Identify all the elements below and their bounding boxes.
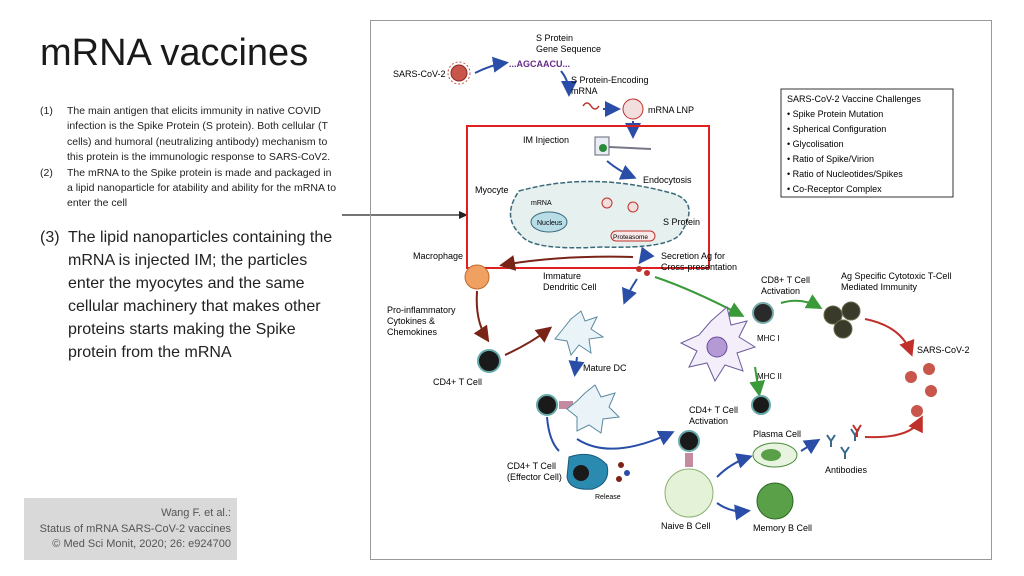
- label-ag-specific: Ag Specific Cytotoxic T-Cell: [841, 271, 951, 281]
- label-mhc1: MHC I: [757, 334, 780, 343]
- mature-dc-icon: [566, 384, 621, 434]
- cd8-cell-icon: [752, 302, 774, 324]
- label-endocytosis: Endocytosis: [643, 175, 692, 185]
- naive-b-cell-icon: [664, 468, 714, 518]
- label-mhc2: MHC II: [757, 372, 782, 381]
- label-cd4-act: CD4+ T Cell: [689, 405, 738, 415]
- lnp-icon: [627, 201, 639, 213]
- slide-title: mRNA vaccines: [40, 32, 309, 74]
- central-dc-icon: [679, 306, 757, 383]
- label-s-gene: S Protein: [536, 33, 573, 43]
- label-im-injection: IM Injection: [523, 135, 569, 145]
- label-memory-b: Memory B Cell: [753, 523, 812, 533]
- ctl-cell-icon: [841, 301, 861, 321]
- label-secretion: Secretion Ag for: [661, 251, 725, 261]
- point-text: The mRNA to the Spike protein is made an…: [67, 166, 337, 210]
- virus-icon: [447, 61, 471, 85]
- highlight-point-list: (3) The lipid nanoparticles containing t…: [40, 226, 340, 364]
- point-number: (1): [40, 105, 53, 117]
- point-1: (1) The main antigen that elicits immuni…: [40, 104, 340, 166]
- label-sars-top: SARS-CoV-2: [393, 69, 446, 79]
- label-pro-inflam-3: Chemokines: [387, 327, 438, 337]
- point-2: (2) The mRNA to the Spike protein is mad…: [40, 166, 340, 212]
- virus-icon: [905, 371, 917, 383]
- label-secretion-2: Cross-presentation: [661, 262, 737, 272]
- virus-icon: [925, 385, 937, 397]
- label-s-encoding-2: mRNA: [571, 86, 598, 96]
- label-macrophage: Macrophage: [413, 251, 463, 261]
- label-s-protein: S Protein: [663, 217, 700, 227]
- point-text: The lipid nanoparticles containing the m…: [68, 229, 333, 361]
- label-sars-right: SARS-CoV-2: [917, 345, 970, 355]
- citation-line: Wang F. et al.:: [161, 507, 231, 519]
- label-sequence: ...AGCAACU...: [509, 59, 570, 69]
- intro-points-list: (1) The main antigen that elicits immuni…: [40, 104, 340, 212]
- citation-line: © Med Sci Monit, 2020; 26: e924700: [52, 538, 231, 550]
- label-mrna-lnp: mRNA LNP: [648, 105, 694, 115]
- label-cd4: CD4+ T Cell: [433, 377, 482, 387]
- point-3: (3) The lipid nanoparticles containing t…: [40, 226, 340, 364]
- label-cd4-eff: CD4+ T Cell: [507, 461, 556, 471]
- challenge-item: • Ratio of Nucleotides/Spikes: [787, 169, 903, 179]
- cd4-cell-icon: [751, 395, 771, 415]
- label-antibodies: Antibodies: [825, 465, 868, 475]
- pathway-diagram: SARS-CoV-2 S Protein Gene Sequence ...AG…: [387, 33, 970, 533]
- label-cd8: CD8+ T Cell: [761, 275, 810, 285]
- label-s-encoding: S Protein-Encoding: [571, 75, 649, 85]
- point-number: (3): [40, 229, 60, 246]
- memory-b-cell-icon: [756, 482, 794, 520]
- label-release: Release: [595, 494, 621, 501]
- citation-box: Wang F. et al.: Status of mRNA SARS-CoV-…: [24, 498, 237, 560]
- ctl-cell-icon: [833, 319, 853, 339]
- point-text: The main antigen that elicits immunity i…: [67, 105, 331, 164]
- virus-icon: [923, 363, 935, 375]
- dendritic-cell-icon: [554, 310, 605, 357]
- cd4-cell-icon: [477, 349, 501, 373]
- lnp-icon: [622, 98, 644, 120]
- label-s-gene-2: Gene Sequence: [536, 44, 601, 54]
- label-plasma: Plasma Cell: [753, 429, 801, 439]
- label-cd8-2: Activation: [761, 286, 800, 296]
- ctl-cell-icon: [823, 305, 843, 325]
- challenges-title: SARS-CoV-2 Vaccine Challenges: [787, 94, 921, 104]
- label-mature-dc: Mature DC: [583, 363, 627, 373]
- immune-pathway-figure: SARS-CoV-2 S Protein Gene Sequence ...AG…: [370, 20, 992, 560]
- label-nucleus: Nucleus: [537, 220, 563, 227]
- challenge-item: • Co-Receptor Complex: [787, 184, 882, 194]
- lnp-icon: [601, 197, 613, 209]
- nucleus-icon: [530, 211, 568, 233]
- label-cd4-eff-2: (Effector Cell): [507, 472, 562, 482]
- challenges-box: [780, 88, 954, 198]
- label-naive-b: Naive B Cell: [661, 521, 711, 531]
- mrna-strand-icon: [582, 102, 600, 110]
- label-ag-specific-2: Mediated Immunity: [841, 282, 918, 292]
- antibody-icon: [826, 428, 860, 459]
- label-mrna: mRNA: [531, 200, 552, 207]
- highlight-box: [466, 125, 710, 269]
- proteasome-icon: [610, 230, 656, 242]
- macrophage-icon: [464, 264, 490, 290]
- challenge-item: • Ratio of Spike/Virion: [787, 154, 874, 164]
- challenge-item: • Spherical Configuration: [787, 124, 886, 134]
- label-myocyte: Myocyte: [475, 185, 509, 195]
- label-proteasome: Proteasome: [613, 234, 648, 241]
- label-pro-inflam: Pro-inflammatory: [387, 305, 456, 315]
- challenge-item: • Glycolisation: [787, 139, 844, 149]
- label-immature-dc-2: Dendritic Cell: [543, 282, 597, 292]
- label-immature-dc: Immature: [543, 271, 581, 281]
- label-pro-inflam-2: Cytokines &: [387, 316, 435, 326]
- label-cd4-act-2: Activation: [689, 416, 728, 426]
- cd4-cell-icon: [536, 394, 558, 416]
- syringe-icon: [594, 136, 652, 156]
- pointer-arrow: [342, 211, 468, 219]
- virus-icon: [911, 405, 923, 417]
- citation-line: Status of mRNA SARS-CoV-2 vaccines: [39, 522, 231, 535]
- effector-cell-icon: [566, 453, 609, 490]
- challenge-item: • Spike Protein Mutation: [787, 109, 883, 119]
- point-number: (2): [40, 166, 53, 179]
- cd4-cell-icon: [678, 430, 700, 452]
